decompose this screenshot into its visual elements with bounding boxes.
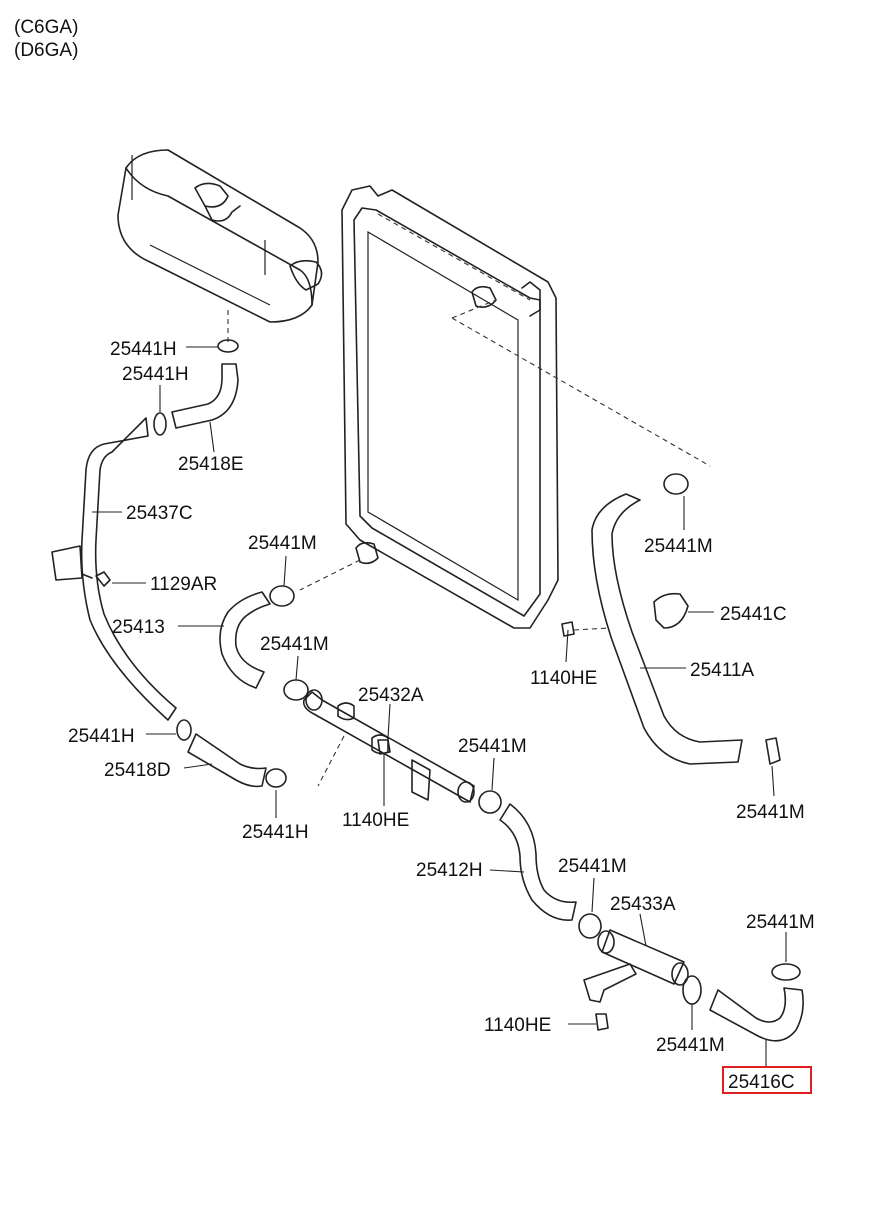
hose-25437C — [51, 417, 177, 721]
label-25441M-center[interactable]: 25441M — [458, 736, 527, 757]
bolt-1129AR — [81, 571, 111, 587]
label-25441M-bottom[interactable]: 25441M — [656, 1035, 725, 1056]
label-25441M-bottom-right[interactable]: 25441M — [746, 912, 815, 933]
label-25432A[interactable]: 25432A — [358, 685, 424, 706]
clamp-25441H-second — [153, 412, 167, 436]
reservoir-tank — [117, 149, 323, 345]
highlight-box-25416C — [722, 1066, 812, 1094]
label-25441H-second[interactable]: 25441H — [122, 364, 189, 385]
label-25437C[interactable]: 25437C — [126, 503, 193, 524]
header-line-d6ga: (D6GA) — [14, 40, 78, 61]
label-25441M-right[interactable]: 25441M — [736, 802, 805, 823]
clamp-25441M-right-top — [663, 473, 689, 495]
hose-25413 — [219, 591, 271, 689]
hose-25418E — [171, 363, 239, 429]
label-1140HE-bottom[interactable]: 1140HE — [484, 1015, 551, 1036]
clamp-25441M-bottom-right — [771, 963, 801, 981]
hose-25418D — [187, 733, 267, 788]
label-25441H-bottom[interactable]: 25441H — [242, 822, 309, 843]
label-25441M-lower[interactable]: 25441M — [558, 856, 627, 877]
clamp-25441H-left — [176, 719, 192, 741]
bolt-1140HE-bottom — [595, 1013, 609, 1031]
label-25441C[interactable]: 25441C — [720, 604, 787, 625]
label-1129AR[interactable]: 1129AR — [150, 574, 217, 595]
clamp-25441M-center — [478, 790, 502, 814]
label-25441H-left[interactable]: 25441H — [68, 726, 135, 747]
label-25441M-upper-left[interactable]: 25441M — [248, 533, 317, 554]
header-line-c6ga: (C6GA) — [14, 17, 78, 38]
clamp-25441M-mid — [283, 679, 309, 701]
part-labels: 25441H 25441H 25418E 25437C 1129AR 25441… — [68, 339, 815, 1094]
clamp-25441M-lower — [578, 913, 602, 939]
label-25413[interactable]: 25413 — [112, 617, 165, 638]
pipe-25433A — [583, 929, 689, 1003]
hose-25412H — [499, 803, 577, 921]
label-25418D[interactable]: 25418D — [104, 760, 171, 781]
label-1140HE-right[interactable]: 1140HE — [530, 668, 597, 689]
clamp-25441H-top — [217, 339, 239, 353]
bolt-1140HE-mid — [377, 739, 391, 755]
bolt-1140HE-right — [561, 621, 575, 637]
clamp-25441M-bottom — [682, 975, 702, 1005]
clamp-25441C — [653, 592, 689, 629]
clamp-25441M-right — [765, 737, 781, 765]
radiator — [299, 185, 711, 629]
pipe-25432A — [302, 689, 475, 803]
label-25433A[interactable]: 25433A — [610, 894, 676, 915]
label-25441H-top[interactable]: 25441H — [110, 339, 177, 360]
label-25416C[interactable]: 25416C — [728, 1072, 795, 1093]
clamp-25441M-upper-left — [269, 585, 295, 607]
leader-lines — [92, 346, 787, 1068]
label-25418E[interactable]: 25418E — [178, 454, 244, 475]
label-1140HE-mid[interactable]: 1140HE — [342, 810, 409, 831]
hose-25416C — [709, 987, 804, 1042]
label-25441M-mid[interactable]: 25441M — [260, 634, 329, 655]
clamp-25441H-bottom — [265, 768, 287, 788]
hose-25411A — [591, 493, 743, 765]
label-25412H[interactable]: 25412H — [416, 860, 483, 881]
label-25411A[interactable]: 25411A — [690, 660, 754, 681]
label-25441M-right-top[interactable]: 25441M — [644, 536, 713, 557]
